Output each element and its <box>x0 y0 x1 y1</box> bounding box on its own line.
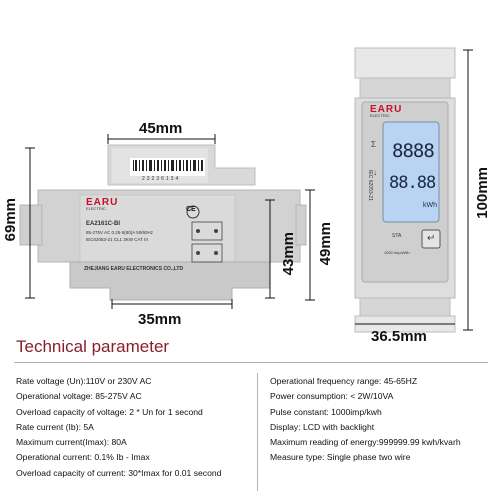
lcd-top-digits: 8888 <box>392 140 435 162</box>
pulse-label: STA <box>392 233 402 239</box>
lcd-bottom-digits: 88.88 <box>389 173 436 193</box>
spec-right-item: Operational frequency range: 45-65HZ <box>270 376 418 386</box>
side-spec-line1: 85-275V AC 0.25-5(80)A 50/60Hz <box>86 230 154 235</box>
side-brand-sub: ELECTRIC <box>86 206 106 211</box>
dim-width-bottom: 35mm <box>138 311 182 328</box>
dim-height-inner: 43mm <box>280 232 297 276</box>
spec-left-item: Overload capacity of current: 30*Imax fo… <box>16 467 222 478</box>
spec-left-item: Maximum current(Imax): 80A <box>16 437 127 448</box>
front-brand: EARU ELECTRIC <box>370 104 402 118</box>
ce-mark: CE <box>186 206 196 213</box>
side-spec-line2: IEC62053-21 CL1 3KW CAT III <box>86 237 148 242</box>
spec-left-item: Overload capacity of voltage: 2 * Un for… <box>16 406 203 417</box>
spec-left-item: Rate voltage (Un):110V or 230V AC <box>16 376 152 386</box>
arrow-down-icon: ↓ <box>373 168 377 177</box>
spec-right-item: Maximum reading of energy:999999.99 kwh/… <box>270 437 461 448</box>
barcode-digits: 23236134 <box>142 176 181 182</box>
side-brand-text: EARU <box>86 197 119 208</box>
constant-label: 1000 imp/kWh <box>384 250 410 255</box>
front-view-drawing <box>354 47 473 333</box>
dim-height-front: 100mm <box>474 167 491 219</box>
front-brand-sub: ELECTRIC <box>370 113 390 118</box>
dim-height-side: 69mm <box>2 198 19 242</box>
spec-right-item: Power consumption: < 2W/10VA <box>270 391 394 402</box>
spec-right-item: Pulse constant: 1000imp/kwh <box>270 406 382 417</box>
column-divider <box>257 373 258 491</box>
front-view-figure: EARU ELECTRIC 8888 88.88 kWh IEC 62053-2… <box>340 40 500 345</box>
barcode <box>130 158 205 176</box>
spec-left-item: Rate current (Ib): 5A <box>16 421 94 432</box>
section-title: Technical parameter <box>16 337 170 356</box>
side-model: EA2161C-BI <box>86 221 121 227</box>
side-brand: EARU ELECTRIC <box>86 197 118 211</box>
side-view-drawing <box>19 134 315 309</box>
dim-height-right: 49mm <box>317 222 334 266</box>
side-manufacturer: ZHEJIANG EARU ELECTRONICS CO.,LTD <box>84 266 184 272</box>
spec-right-item: Measure type: Single phase two wire <box>270 452 411 463</box>
spec-left-item: Operational current: 0.1% Ib - Imax <box>16 452 150 463</box>
dim-width-top: 45mm <box>139 120 183 137</box>
side-view-figure: EARU ELECTRIC EA2161C-BI 85-275V AC 0.25… <box>0 0 340 335</box>
lcd-unit: kWh <box>423 202 437 209</box>
sigma-icon: Σ <box>371 140 376 149</box>
side-standard-label: IEC 62053-21 <box>367 170 373 201</box>
title-divider <box>14 362 488 363</box>
spec-right-item: Display: LCD with backlight <box>270 421 375 432</box>
specs-left-column: Rate voltage (Un):110V or 230V AC Operat… <box>16 374 221 481</box>
specs-right-column: Operational frequency range: 45-65HZ Pow… <box>270 374 461 466</box>
scroll-button-icon: ↵ <box>427 233 436 244</box>
front-brand-text: EARU <box>370 104 403 115</box>
dim-width-front: 36.5mm <box>371 328 427 345</box>
spec-left-item: Operational voltage: 85-275V AC <box>16 391 142 402</box>
